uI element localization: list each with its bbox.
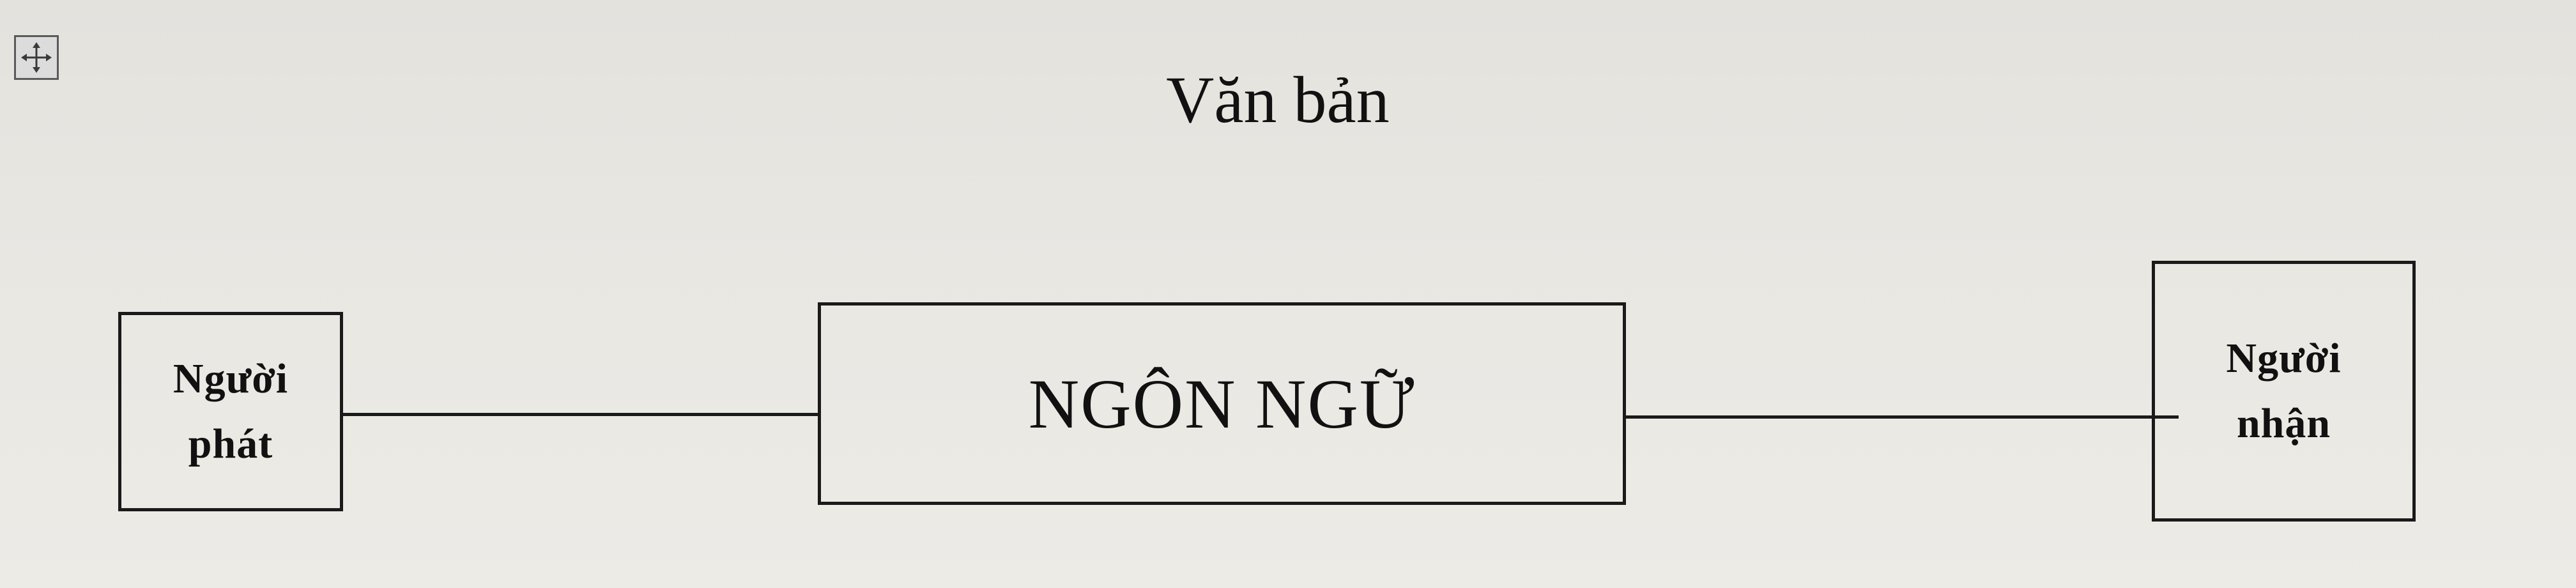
sender-label-line1: Người [172,355,289,402]
receiver-label-line2: nhận [2236,400,2331,447]
move-arrows-icon [21,42,52,73]
receiver-label-line1: Người [2226,334,2342,382]
move-handle-icon[interactable] [14,35,59,80]
sender-label: Người phát [173,346,288,477]
language-box: NGÔN NGỮ [818,302,1626,505]
sender-label-line2: phát [188,421,273,467]
receiver-box: Người nhận [2152,261,2416,522]
sender-box: Người phát [118,312,343,511]
language-label: NGÔN NGỮ [1028,364,1416,443]
receiver-label: Người nhận [2226,326,2341,457]
connector-language-receiver [1623,415,2179,419]
connector-sender-language [340,413,820,416]
diagram-title: Văn bản [1166,63,1390,137]
